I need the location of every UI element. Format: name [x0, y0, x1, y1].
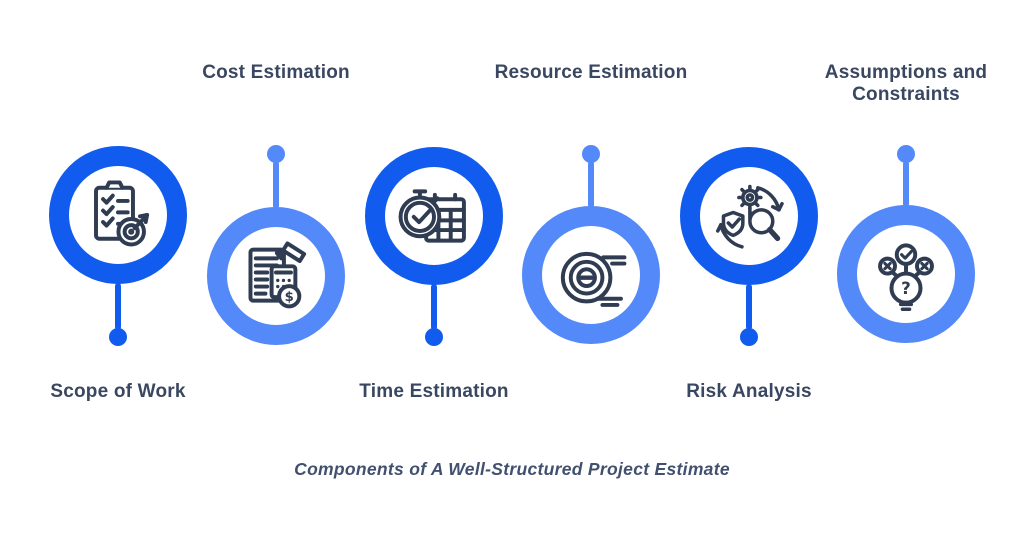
connector-line	[588, 161, 594, 208]
milestone-circle: ?	[837, 205, 975, 343]
node-dot	[425, 328, 443, 346]
milestone-circle: $	[207, 207, 345, 345]
clipboard-checklist-target-icon	[94, 180, 150, 247]
milestone-label: Assumptions and Constraints	[824, 62, 988, 105]
milestone-label: Time Estimation	[359, 381, 509, 402]
milestone-label: Resource Estimation	[494, 62, 688, 83]
node-dot	[740, 328, 758, 346]
node-dot	[582, 145, 600, 163]
lightbulb-question-decision-icon: ?	[878, 243, 934, 311]
cable-coil-icon	[560, 251, 627, 307]
connector-line	[115, 283, 121, 330]
milestone-circle	[522, 206, 660, 344]
stopwatch-calendar-icon	[398, 189, 466, 243]
svg-text:$: $	[285, 290, 294, 305]
milestone-label: Cost Estimation	[202, 62, 350, 83]
connector-line	[273, 161, 279, 209]
milestone-circle	[49, 146, 187, 284]
node-dot	[267, 145, 285, 163]
infographic-caption: Components of A Well-Structured Project …	[294, 459, 730, 479]
milestone-label: Scope of Work	[50, 381, 186, 402]
svg-text:?: ?	[901, 278, 911, 298]
shield-gear-magnifier-cycle-icon	[716, 184, 784, 249]
node-dot	[897, 145, 915, 163]
connector-line	[431, 284, 437, 330]
connector-line	[746, 284, 752, 330]
node-dot	[109, 328, 127, 346]
milestone-label: Risk Analysis	[686, 381, 812, 402]
connector-line	[903, 161, 909, 207]
milestone-circle	[680, 147, 818, 285]
milestone-circle	[365, 147, 503, 285]
invoice-calculator-dollar-icon: $	[248, 241, 307, 309]
